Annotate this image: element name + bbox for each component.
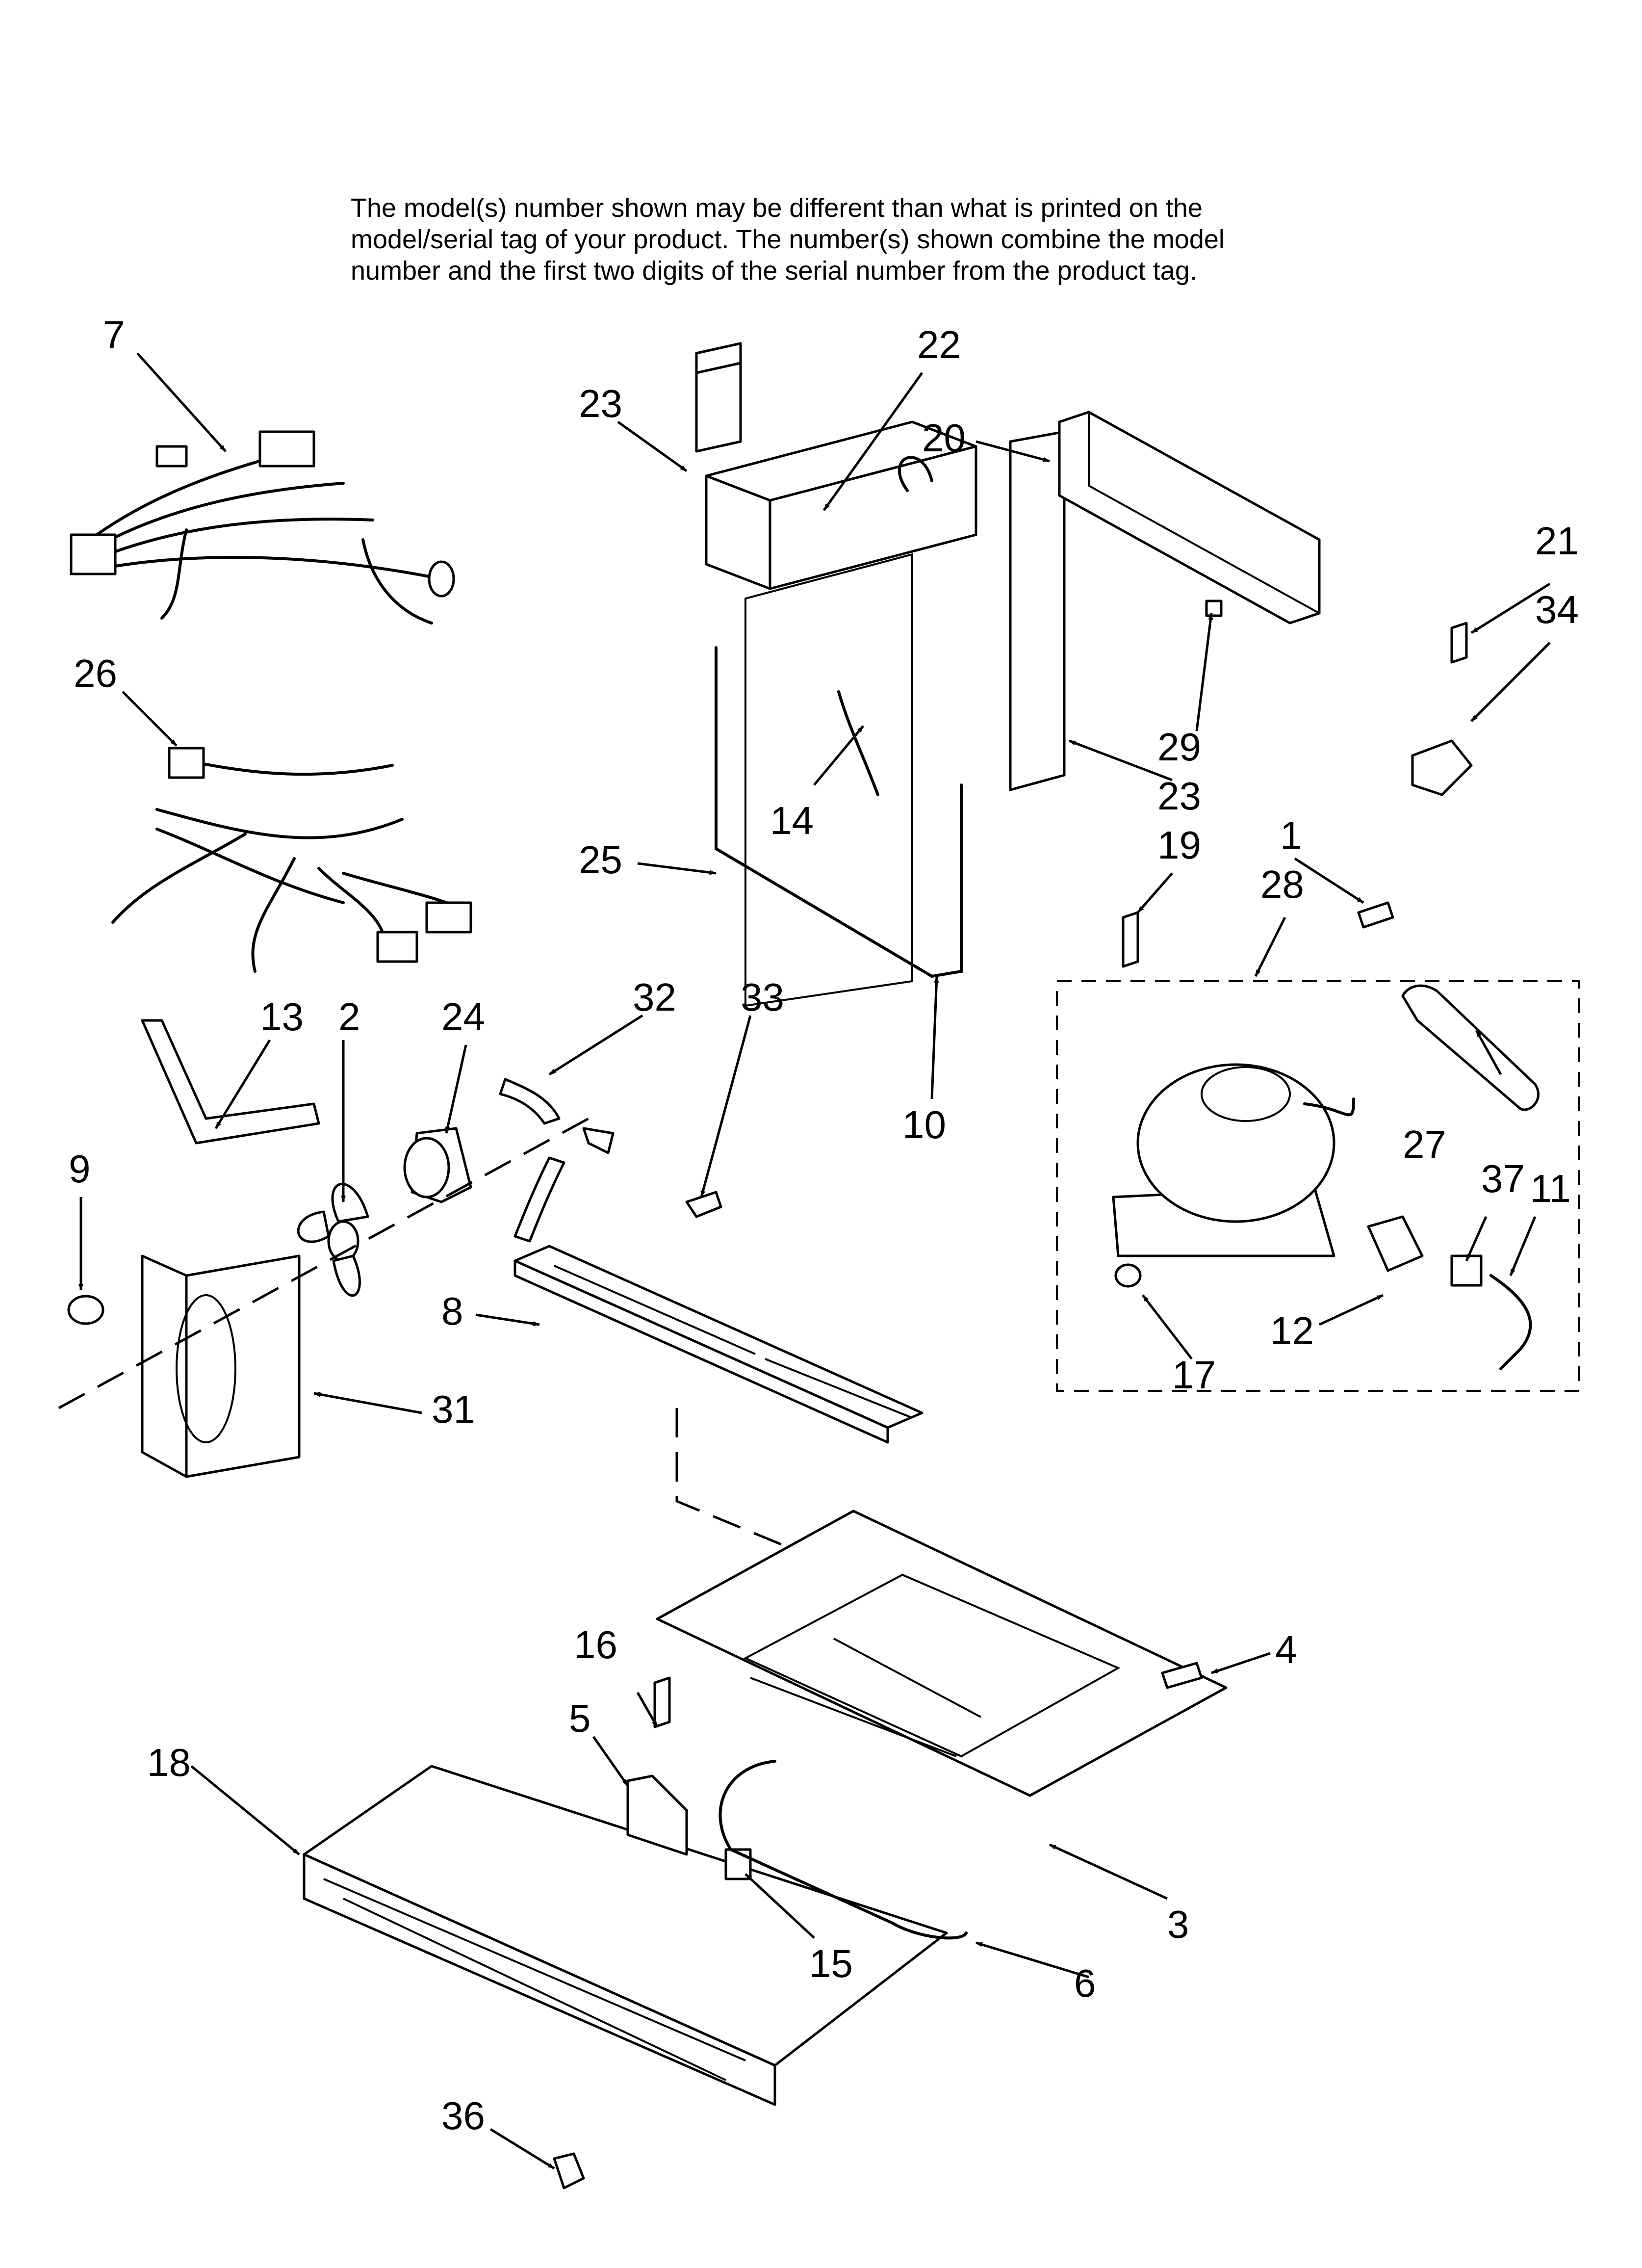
note-line-3: number and the first two digits of the s… [351, 256, 1197, 286]
screw-1 [1357, 901, 1394, 929]
callout-22: 22 [917, 323, 961, 366]
block-5 [626, 1774, 688, 1856]
callout-10: 10 [902, 1103, 946, 1147]
grommet-17 [1114, 1263, 1142, 1288]
callout-21: 21 [1535, 519, 1579, 563]
note-line-2: model/serial tag of your product. The nu… [351, 225, 1225, 254]
defrost-heater-25 [715, 646, 963, 978]
fan-blade-2 [297, 1182, 369, 1297]
callout-12: 12 [1270, 1309, 1314, 1353]
callout-9: 9 [69, 1147, 91, 1191]
screw-21 [1450, 622, 1468, 664]
wire-harness-26 [111, 747, 472, 973]
callout-37: 37 [1481, 1157, 1525, 1200]
callout-25: 25 [579, 838, 622, 882]
callout-6: 6 [1074, 1961, 1096, 2005]
wire-harness-7 [70, 430, 455, 625]
bracket-23a [695, 342, 742, 374]
callout-24: 24 [441, 995, 485, 1039]
callout-11: 11 [1530, 1167, 1571, 1210]
compressor [1112, 1063, 1355, 1257]
callout-20: 20 [922, 416, 966, 460]
clip-36 [553, 2152, 585, 2190]
callout-27: 27 [1403, 1122, 1446, 1166]
leader-lines [78, 352, 1551, 2170]
callout-labels: 7 26 23 22 20 21 34 29 23 14 25 10 19 1 … [69, 313, 1579, 2138]
callout-29: 29 [1157, 725, 1201, 769]
callout-19: 19 [1157, 823, 1201, 867]
thermistor-14 [837, 690, 879, 796]
plug-9 [67, 1295, 104, 1325]
callout-18: 18 [147, 1741, 191, 1784]
wire-shield-32b [513, 1156, 565, 1243]
drain-pan-8 [513, 1245, 924, 1444]
fan-shroud-31 [141, 1254, 301, 1478]
tube-6 [718, 1760, 968, 1940]
relay-12 [1367, 1215, 1424, 1272]
callout-23a: 23 [579, 382, 622, 425]
callout-33: 33 [741, 975, 784, 1019]
evaporator-22 [695, 342, 977, 1007]
screw-16 [653, 1676, 671, 1728]
clip-29 [1205, 600, 1223, 617]
callout-32: 32 [633, 975, 676, 1019]
callout-17: 17 [1172, 1353, 1216, 1397]
callout-15: 15 [809, 1942, 853, 1985]
model-number-note: The model(s) number shown may be differe… [351, 192, 1479, 287]
drier-27 [1401, 984, 1539, 1111]
callout-31: 31 [432, 1387, 475, 1431]
wire-shield-32c [582, 1127, 615, 1154]
wire-11 [1489, 1274, 1532, 1370]
callout-7: 7 [103, 313, 125, 357]
callout-16: 16 [574, 1623, 617, 1667]
bracket-23b [1009, 430, 1066, 791]
screw-33 [685, 1191, 722, 1218]
callout-14: 14 [770, 799, 814, 842]
callout-26: 26 [74, 652, 117, 695]
cover-20 [1058, 411, 1321, 625]
bracket-34 [1411, 739, 1473, 796]
callout-8: 8 [441, 1289, 463, 1333]
screw-4 [1161, 1662, 1203, 1689]
callout-3: 3 [1167, 1903, 1189, 1946]
callout-28: 28 [1260, 862, 1304, 906]
alignment-line-fan [58, 1117, 590, 1409]
base-pan-3 [656, 1510, 1228, 1797]
callout-13: 13 [260, 995, 304, 1039]
wire-shield-32 [499, 1078, 561, 1125]
callout-36: 36 [441, 2094, 485, 2138]
gasket-13 [141, 1019, 320, 1145]
alignment-line-pan [675, 1408, 903, 1596]
condenser-18 [303, 1765, 948, 2106]
callout-1: 1 [1280, 813, 1302, 857]
callout-2: 2 [338, 995, 360, 1039]
note-line-1: The model(s) number shown may be differe… [351, 193, 1203, 223]
screw-19 [1122, 911, 1139, 968]
fan-motor-24 [403, 1127, 472, 1203]
callout-5: 5 [569, 1696, 591, 1740]
callout-4: 4 [1275, 1628, 1297, 1671]
callout-23b: 23 [1157, 774, 1201, 818]
callout-34: 34 [1535, 588, 1579, 631]
